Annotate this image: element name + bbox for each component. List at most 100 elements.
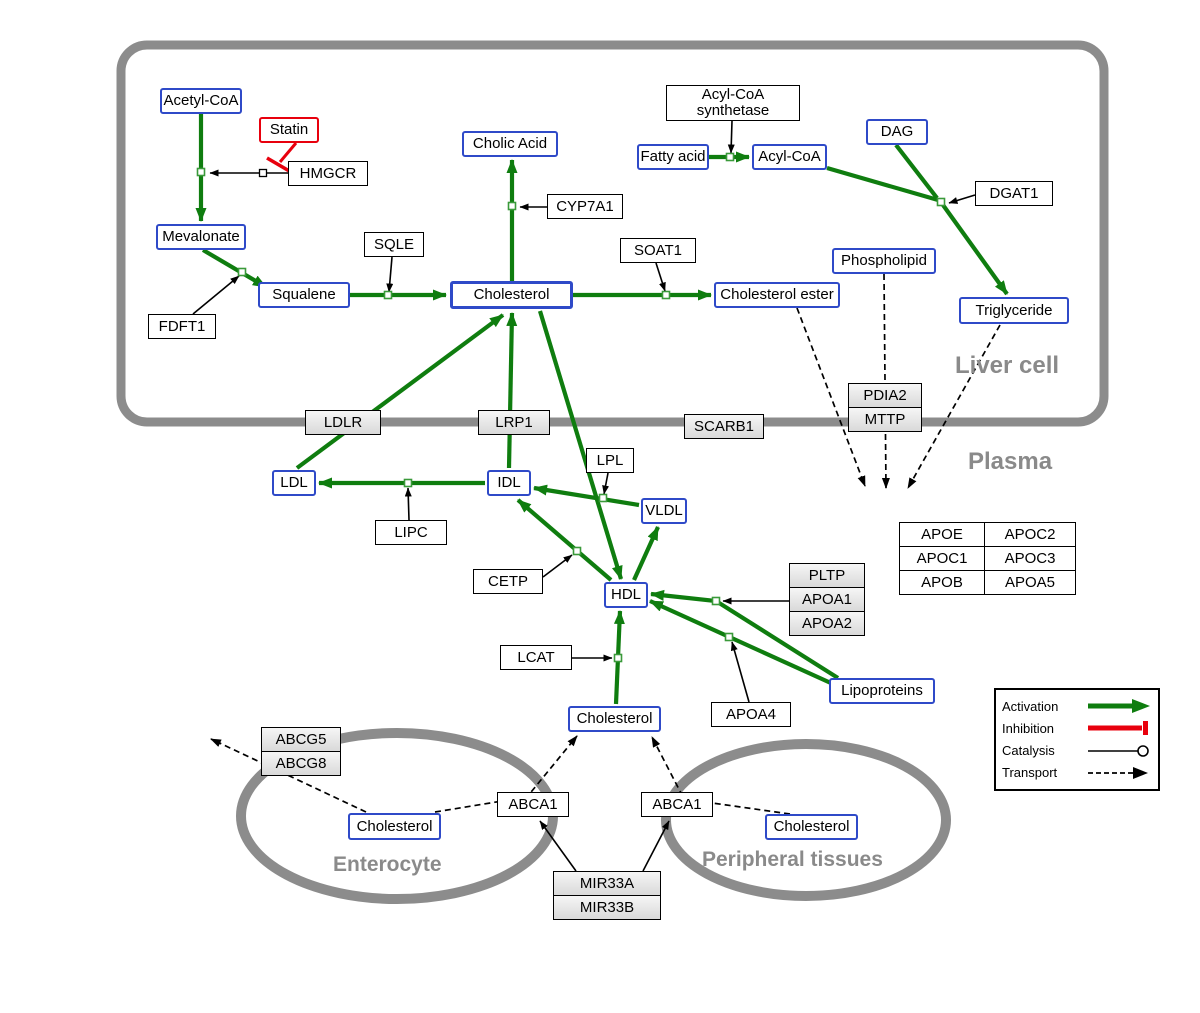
edge-hdl-to-idl [516, 498, 613, 582]
node-dgat1[interactable]: DGAT1 [975, 181, 1053, 206]
catalysis-acylcoa-synthetase [727, 120, 735, 154]
catalysis-sqle [386, 256, 394, 293]
catalysis-soat1 [655, 262, 666, 292]
node-triglyceride[interactable]: Triglyceride [959, 297, 1069, 324]
legend-row-inhibition: Inhibition [1002, 717, 1152, 739]
node-ldl[interactable]: LDL [272, 470, 316, 496]
node-phospholipid[interactable]: Phospholipid [832, 248, 936, 274]
node-lipc[interactable]: LIPC [375, 520, 447, 545]
node-dag[interactable]: DAG [866, 119, 928, 145]
node-ldlr[interactable]: LDLR [305, 410, 381, 435]
catalysis-lpl [602, 472, 610, 495]
legend-row-transport: Transport [1002, 762, 1152, 784]
catalysis-lipc [404, 487, 412, 521]
node-pltp[interactable]: PLTP [789, 563, 865, 588]
catalysis-dgat1 [948, 194, 976, 204]
edge-acylcoa-to-junction [826, 165, 939, 203]
peripheral-tissues-label: Peripheral tissues [702, 848, 883, 871]
edge-idl-to-cholesterol [506, 312, 518, 469]
node-squalene[interactable]: Squalene [258, 282, 350, 308]
node-mir33a[interactable]: MIR33A [553, 871, 661, 896]
node-fdft1[interactable]: FDFT1 [148, 314, 216, 339]
node-apob[interactable]: APOB [900, 571, 984, 594]
node-apoc3[interactable]: APOC3 [985, 547, 1075, 570]
arrow-mir33-to-abca1-enterocyte [539, 820, 577, 872]
node-apoc1[interactable]: APOC1 [900, 547, 984, 570]
catalysis-edges [192, 120, 976, 872]
node-idl[interactable]: IDL [487, 470, 531, 496]
node-abcg5[interactable]: ABCG5 [261, 727, 341, 752]
node-apoa1[interactable]: APOA1 [789, 587, 865, 612]
reaction-anchors [196, 152, 946, 663]
legend-activation-label: Activation [1002, 698, 1059, 714]
node-apoa2[interactable]: APOA2 [789, 611, 865, 636]
node-hmgcr[interactable]: HMGCR [288, 161, 368, 186]
node-acyl-coa-synthetase[interactable]: Acyl-CoA synthetase [666, 85, 800, 121]
edge-hdl-to-vldl [632, 526, 660, 581]
node-abcg8[interactable]: ABCG8 [261, 751, 341, 776]
liver-cell-membrane [116, 40, 1109, 427]
node-vldl[interactable]: VLDL [641, 498, 687, 524]
edge-ldl-to-cholesterol [295, 313, 505, 470]
node-cholesterol-peripheral[interactable]: Cholesterol [765, 814, 858, 840]
node-acyl-coa[interactable]: Acyl-CoA [752, 144, 827, 170]
node-pdia2[interactable]: PDIA2 [848, 383, 922, 408]
node-cyp7a1[interactable]: CYP7A1 [547, 194, 623, 219]
transport-arrow-glyph [1088, 766, 1148, 779]
catalysis-apoa4 [730, 641, 750, 703]
node-acetyl-coa[interactable]: Acetyl-CoA [160, 88, 242, 114]
transport-peripheral-to-plasma-cholesterol [651, 736, 791, 815]
node-cholesterol-ester[interactable]: Cholesterol ester [714, 282, 840, 308]
catalysis-cetp [542, 554, 573, 578]
apolipoprotein-table: APOE APOC2 APOC1 APOC3 APOB APOA5 [899, 522, 1076, 595]
activation-edges [195, 114, 1009, 705]
legend: Activation Inhibition Catalysis Transpor… [994, 688, 1160, 791]
arrow-mir33-to-abca1-peripheral [642, 820, 670, 872]
legend-transport-label: Transport [1002, 765, 1058, 781]
node-cholesterol-liver[interactable]: Cholesterol [450, 281, 573, 309]
node-soat1[interactable]: SOAT1 [620, 238, 696, 263]
legend-inhibition-label: Inhibition [1002, 720, 1055, 736]
node-scarb1[interactable]: SCARB1 [684, 414, 764, 439]
node-apoa4[interactable]: APOA4 [711, 702, 791, 727]
liver-cell-label: Liver cell [955, 352, 1060, 379]
node-mevalonate[interactable]: Mevalonate [156, 224, 246, 250]
edge-dag-to-junction [894, 143, 939, 200]
node-lcat[interactable]: LCAT [500, 645, 572, 670]
legend-row-activation: Activation [1002, 695, 1152, 717]
node-apoc2[interactable]: APOC2 [985, 523, 1075, 546]
transport-cholesterolester-to-plasma [796, 307, 866, 487]
node-apoa5[interactable]: APOA5 [985, 571, 1075, 594]
edge-junction-to-triglyceride [941, 203, 1009, 296]
legend-row-catalysis: Catalysis [1002, 740, 1152, 762]
node-cholesterol-enterocyte[interactable]: Cholesterol [348, 813, 441, 840]
edge-lipoproteins-to-hdl-lower [649, 599, 834, 686]
node-mttp[interactable]: MTTP [848, 407, 922, 432]
node-lipoproteins[interactable]: Lipoproteins [829, 678, 935, 704]
node-sqle[interactable]: SQLE [364, 232, 424, 257]
node-abca1-enterocyte[interactable]: ABCA1 [497, 792, 569, 817]
inhibition-edge-statin [266, 142, 298, 174]
node-hdl[interactable]: HDL [604, 582, 648, 608]
node-apoe[interactable]: APOE [900, 523, 984, 546]
edge-cholesterol-to-hdl [537, 310, 624, 580]
legend-catalysis-label: Catalysis [1002, 743, 1055, 759]
node-lrp1[interactable]: LRP1 [478, 410, 550, 435]
node-cetp[interactable]: CETP [473, 569, 543, 594]
node-lpl[interactable]: LPL [586, 448, 634, 473]
node-abca1-peripheral[interactable]: ABCA1 [641, 792, 713, 817]
node-statin[interactable]: Statin [259, 117, 319, 143]
node-cholic-acid[interactable]: Cholic Acid [462, 131, 558, 157]
catalysis-circle-glyph [1088, 744, 1149, 757]
statin-inhibition-bar [266, 156, 292, 174]
node-mir33b[interactable]: MIR33B [553, 895, 661, 920]
peripheral-tissues-membrane [661, 739, 951, 901]
node-cholesterol-plasma[interactable]: Cholesterol [568, 706, 661, 732]
edge-mevalonate-to-squalene [201, 248, 268, 289]
node-fatty-acid[interactable]: Fatty acid [637, 144, 709, 170]
statin-inhibition-line [278, 142, 298, 163]
catalysis-fdft1 [192, 275, 240, 315]
transport-triglyceride-to-plasma [907, 324, 1001, 489]
